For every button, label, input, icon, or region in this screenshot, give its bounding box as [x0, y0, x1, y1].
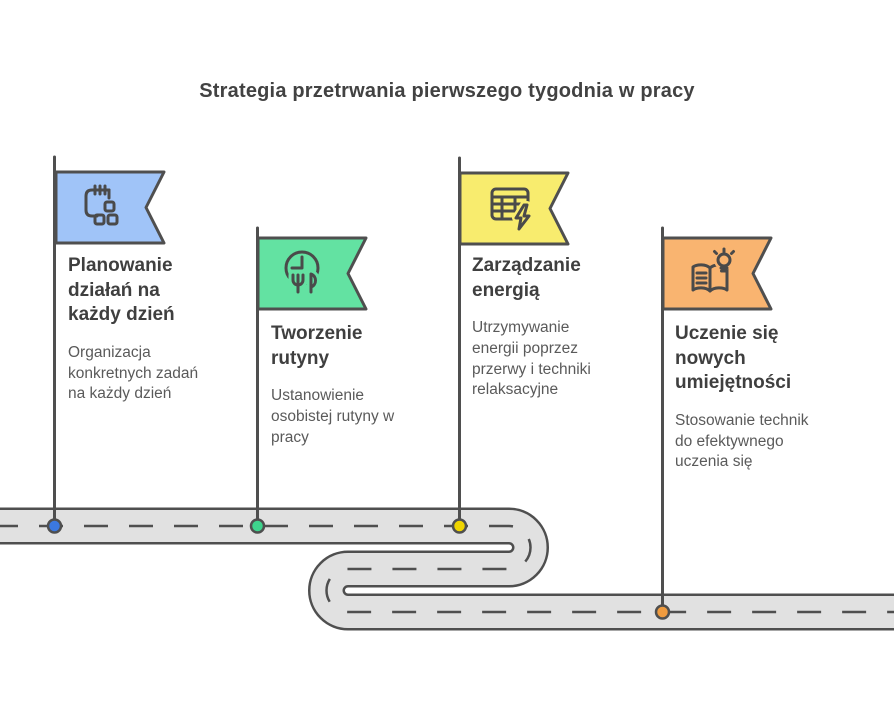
- milestone-description: Utrzymywanie energii poprzez przerwy i t…: [472, 319, 591, 399]
- table-bolt-icon: [490, 187, 533, 233]
- flag-banner: [256, 236, 368, 311]
- flag-banner: [661, 236, 773, 311]
- milestone-description: Organizacja konkretnych zadań na każdy d…: [68, 344, 199, 403]
- milestone-dot-planowanie: [46, 518, 63, 534]
- milestone-uczenie-text: Uczenie się nowych umiejętności Stosowan…: [675, 322, 857, 473]
- milestone-title: Zarządzanie energią: [472, 255, 581, 301]
- milestone-title: Tworzenie rutyny: [271, 323, 363, 369]
- milestone-dot-uczenie: [654, 604, 671, 620]
- milestone-description: Stosowanie technik do efektywnego uczeni…: [675, 412, 809, 471]
- milestone-energia-text: Zarządzanie energią Utrzymywanie energii…: [472, 254, 638, 401]
- task-planner-icon: [84, 184, 119, 226]
- milestone-planowanie-text: Planowanie działań na każdy dzień Organi…: [68, 254, 220, 405]
- road-outline: [0, 507, 894, 631]
- milestone-description: Ustanowienie osobistej rutyny w pracy: [271, 387, 395, 446]
- milestone-title: Uczenie się nowych umiejętności: [675, 323, 792, 394]
- milestone-dot-rutyna: [249, 518, 266, 534]
- flag-banner: [458, 171, 570, 246]
- road-center-dashes: [0, 524, 894, 614]
- clock-utensils-icon: [284, 250, 320, 297]
- page-title: Strategia przetrwania pierwszego tygodni…: [199, 80, 695, 102]
- book-bulb-icon: [691, 247, 735, 293]
- road-surface: [0, 510, 894, 628]
- milestone-rutyna-text: Tworzenie rutyny Ustanowienie osobistej …: [271, 322, 429, 448]
- flag-banner: [54, 170, 166, 245]
- milestone-title: Planowanie działań na każdy dzień: [68, 255, 175, 326]
- milestone-dot-energia: [451, 518, 468, 534]
